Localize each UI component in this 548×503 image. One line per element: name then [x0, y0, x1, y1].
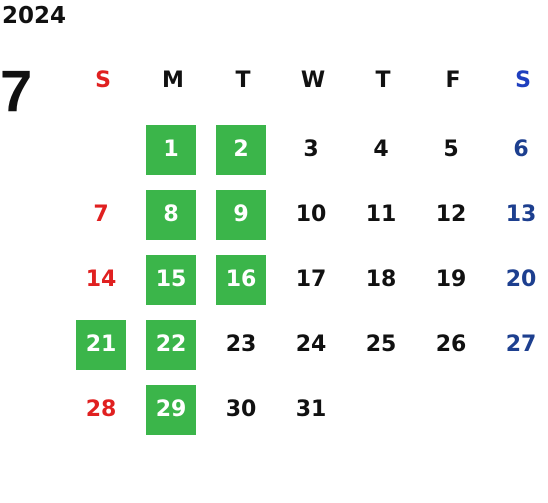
day-cell[interactable]: 31: [295, 397, 327, 422]
day-cell[interactable]: 13: [505, 202, 537, 227]
weekday-monday: M: [162, 68, 184, 93]
day-cell[interactable]: 1: [146, 125, 196, 175]
day-cell[interactable]: 15: [146, 255, 196, 305]
day-cell[interactable]: 12: [435, 202, 467, 227]
weekday-saturday: S: [515, 68, 531, 93]
day-cell[interactable]: 24: [295, 332, 327, 357]
day-cell[interactable]: 22: [146, 320, 196, 370]
day-cell[interactable]: 26: [435, 332, 467, 357]
day-cell[interactable]: 6: [513, 137, 529, 162]
day-cell[interactable]: 17: [295, 267, 327, 292]
day-cell[interactable]: 3: [303, 137, 319, 162]
day-cell[interactable]: 16: [216, 255, 266, 305]
day-cell[interactable]: 27: [505, 332, 537, 357]
day-cell[interactable]: 11: [365, 202, 397, 227]
day-cell[interactable]: 9: [216, 190, 266, 240]
year-label: 2024: [2, 3, 67, 29]
weekday-header-row: S M T W T F S: [68, 64, 548, 98]
day-cell[interactable]: 30: [225, 397, 257, 422]
weekday-friday: F: [445, 68, 461, 93]
day-cell[interactable]: 19: [435, 267, 467, 292]
day-cell[interactable]: 29: [146, 385, 196, 435]
day-cell[interactable]: 21: [76, 320, 126, 370]
day-cell[interactable]: 7: [93, 202, 109, 227]
day-cell[interactable]: 20: [505, 267, 537, 292]
day-cell[interactable]: 28: [85, 397, 117, 422]
day-cell[interactable]: 18: [365, 267, 397, 292]
day-cell[interactable]: 8: [146, 190, 196, 240]
weekday-thursday: T: [375, 68, 391, 93]
day-cell[interactable]: 23: [225, 332, 257, 357]
day-cell[interactable]: 4: [373, 137, 389, 162]
day-cell[interactable]: 5: [443, 137, 459, 162]
day-cell[interactable]: 2: [216, 125, 266, 175]
weekday-tuesday: T: [235, 68, 251, 93]
weekday-wednesday: W: [300, 68, 326, 93]
day-cell[interactable]: 14: [85, 267, 117, 292]
month-number: 7: [0, 59, 33, 124]
day-cell[interactable]: 25: [365, 332, 397, 357]
day-cell[interactable]: 10: [295, 202, 327, 227]
weekday-sunday: S: [95, 68, 111, 93]
